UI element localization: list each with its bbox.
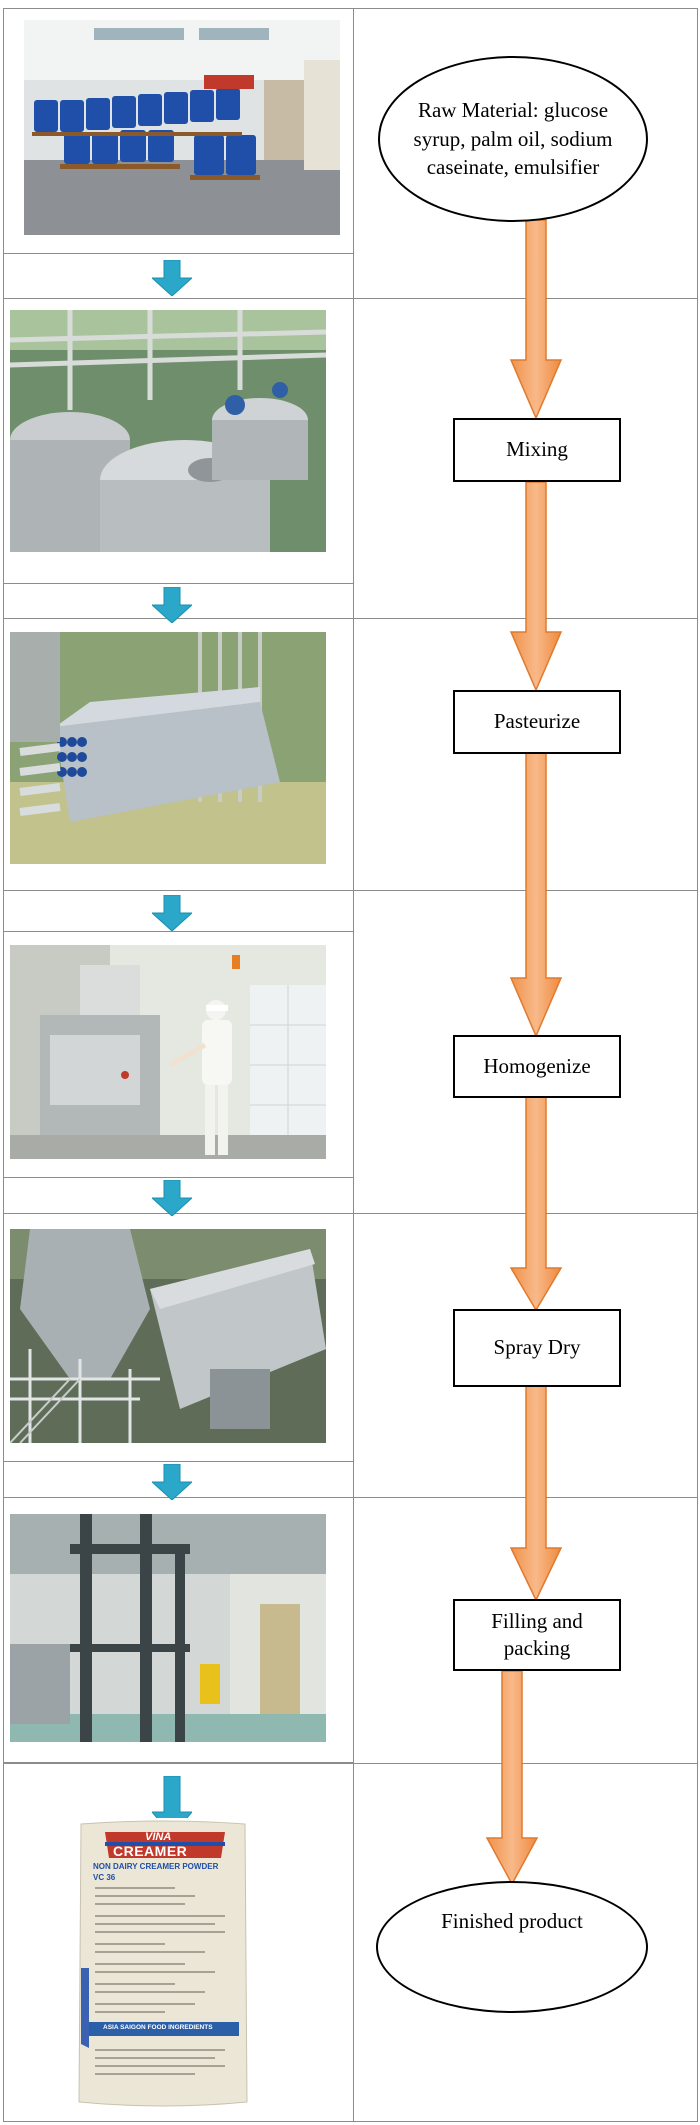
down-arrow-icon [152,587,192,623]
spray-dry-node: Spray Dry [453,1309,621,1387]
spray-dryer-photo [10,1229,326,1443]
mixing-tanks-photo [10,310,326,552]
down-arrow-icon [152,1464,192,1500]
bag-product-name: NON DAIRY CREAMER POWDER [93,1862,219,1871]
row-divider [3,1763,698,1764]
down-arrow-icon [509,1385,563,1602]
pasteurize-node: Pasteurize [453,690,621,754]
pasteurizer-photo [10,632,326,864]
left-cell-divider [3,1177,354,1178]
down-arrow-icon [509,219,563,420]
raw-material-node: Raw Material: glucose syrup, palm oil, s… [378,56,648,222]
row-divider [3,618,698,619]
down-arrow-icon [509,1095,563,1312]
left-cell-divider [3,1762,354,1763]
left-cell-divider [3,1461,354,1462]
homogenize-node: Homogenize [453,1035,621,1098]
finished-product-node: Finished product [376,1881,648,2013]
down-arrow-icon [509,481,563,692]
left-cell-divider [3,253,354,254]
left-cell-divider [3,931,354,932]
bag-brand-top: VINA [145,1831,172,1843]
bag-product-code: VC 36 [93,1873,116,1882]
row-divider [3,1213,698,1214]
down-arrow-icon [485,1670,539,1886]
down-arrow-icon [152,260,192,296]
row-divider [3,890,698,891]
raw-material-photo [24,20,340,235]
mixing-node: Mixing [453,418,621,482]
left-cell-divider [3,583,354,584]
row-divider [3,1497,698,1498]
down-arrow-icon [152,1180,192,1216]
table-border-right [697,8,698,2122]
row-divider [3,298,698,299]
filling-packing-node: Filling and packing [453,1599,621,1671]
down-arrow-icon [509,752,563,1038]
homogenizer-photo [10,945,326,1159]
filling-packing-photo [10,1514,326,1742]
table-border-left [3,8,4,2122]
bag-manufacturer: ASIA SAIGON FOOD INGREDIENTS [103,2024,213,2031]
table-border-top [3,8,698,9]
product-bag-photo: VINA CREAMER NON DAIRY CREAMER POWDER VC… [75,1818,251,2110]
down-arrow-icon [152,895,192,931]
table-border-bottom [3,2121,698,2122]
table-column-divider [353,8,354,2122]
bag-brand-main: CREAMER [113,1843,188,1859]
